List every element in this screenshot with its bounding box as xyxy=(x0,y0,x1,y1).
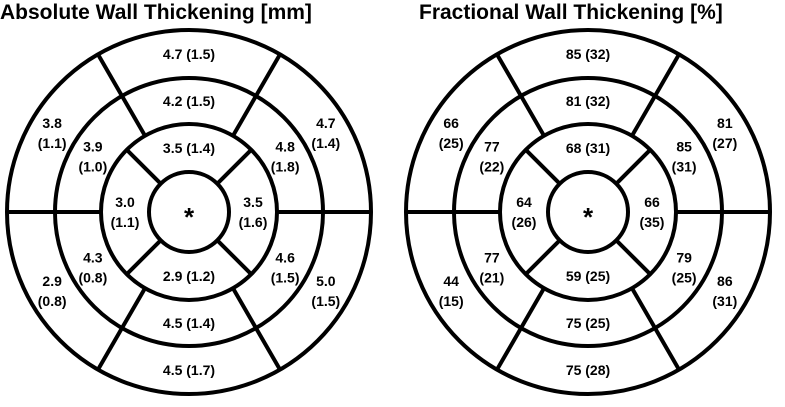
left-mid-inferoseptal-value: 4.3 xyxy=(83,250,103,266)
right-divider-outer xyxy=(630,287,681,371)
left-basal-anteroseptal-value: 3.8 xyxy=(42,115,62,131)
left-mid-anteroseptal-sd: (1.0) xyxy=(78,159,107,175)
right-mid-anteroseptal-sd: (22) xyxy=(479,159,504,175)
left-divider-outer xyxy=(96,53,147,137)
left-divider-apical xyxy=(125,238,163,276)
right-mid-anterolateral-sd: (31) xyxy=(672,159,697,175)
right-basal-inferolateral-value: 86 xyxy=(717,273,733,289)
left-mid-anterolateral-value: 4.8 xyxy=(275,139,295,155)
left-basal-inferoseptal-value: 2.9 xyxy=(42,273,62,289)
left-divider-apical xyxy=(215,148,253,186)
right-panel-title: Fractional Wall Thickening [%] xyxy=(419,1,723,24)
left-ring-0 xyxy=(147,170,231,254)
right-divider-outer xyxy=(630,53,681,137)
left-basal-inferolateral-value: 5.0 xyxy=(316,273,336,289)
left-apical-lateral-sd: (1.6) xyxy=(239,214,268,230)
left-basal-inferolateral-sd: (1.5) xyxy=(311,293,340,309)
right-divider-apical xyxy=(614,148,652,186)
right-divider-apical xyxy=(614,238,652,276)
left-panel-title: Absolute Wall Thickening [mm] xyxy=(0,1,312,24)
right-mid-anterolateral-value: 85 xyxy=(676,139,692,155)
right-center-label: * xyxy=(583,202,594,232)
right-mid-inferolateral-sd: (25) xyxy=(672,270,697,286)
right-mid-inferoseptal-value: 77 xyxy=(484,250,500,266)
right-divider-outer xyxy=(495,287,546,371)
left-mid-inferolateral-sd: (1.5) xyxy=(271,270,300,286)
right-apical-septal-sd: (26) xyxy=(512,214,537,230)
right-basal-anterolateral-sd: (27) xyxy=(712,135,737,151)
right-mid-inferolateral-value: 79 xyxy=(676,250,692,266)
left-basal-anterolateral-value: 4.7 xyxy=(316,115,336,131)
left-apical-inferior-label: 2.9 (1.2) xyxy=(163,268,215,284)
right-basal-inferoseptal-value: 44 xyxy=(443,273,459,289)
left-divider-apical xyxy=(215,238,253,276)
right-basal-inferolateral-sd: (31) xyxy=(712,293,737,309)
left-basal-inferior-label: 4.5 (1.7) xyxy=(163,362,215,378)
left-mid-anterolateral-sd: (1.8) xyxy=(271,159,300,175)
left-divider-apical xyxy=(125,148,163,186)
left-center-label: * xyxy=(184,202,195,232)
right-apical-inferior-label: 59 (25) xyxy=(566,268,610,284)
left-basal-anteroseptal-sd: (1.1) xyxy=(38,135,67,151)
left-apical-septal-sd: (1.1) xyxy=(111,214,140,230)
right-mid-inferior-label: 75 (25) xyxy=(566,315,610,331)
left-basal-anterolateral-sd: (1.4) xyxy=(311,135,340,151)
right-basal-anterior-label: 85 (32) xyxy=(566,46,610,62)
left-mid-anterior-label: 4.2 (1.5) xyxy=(163,93,215,109)
right-apical-septal-value: 64 xyxy=(516,194,532,210)
left-mid-inferior-label: 4.5 (1.4) xyxy=(163,315,215,331)
left-apical-anterior-label: 3.5 (1.4) xyxy=(163,140,215,156)
right-basal-inferior-label: 75 (28) xyxy=(566,362,610,378)
right-mid-inferoseptal-sd: (21) xyxy=(479,270,504,286)
left-basal-inferoseptal-sd: (0.8) xyxy=(38,293,67,309)
right-apical-anterior-label: 68 (31) xyxy=(566,140,610,156)
left-apical-lateral-value: 3.5 xyxy=(243,194,263,210)
left-divider-outer xyxy=(231,287,282,371)
right-basal-anterolateral-value: 81 xyxy=(717,115,733,131)
right-mid-anteroseptal-value: 77 xyxy=(484,139,500,155)
left-apical-septal-value: 3.0 xyxy=(115,194,135,210)
right-divider-outer xyxy=(495,53,546,137)
right-divider-apical xyxy=(524,238,562,276)
left-divider-outer xyxy=(231,53,282,137)
right-basal-anteroseptal-value: 66 xyxy=(443,115,459,131)
left-mid-anteroseptal-value: 3.9 xyxy=(83,139,103,155)
left-mid-inferolateral-value: 4.6 xyxy=(275,250,295,266)
left-mid-inferoseptal-sd: (0.8) xyxy=(78,270,107,286)
right-divider-apical xyxy=(524,148,562,186)
right-basal-anteroseptal-sd: (25) xyxy=(439,135,464,151)
right-mid-anterior-label: 81 (32) xyxy=(566,93,610,109)
right-apical-lateral-sd: (35) xyxy=(640,214,665,230)
left-divider-outer xyxy=(96,287,147,371)
right-basal-inferoseptal-sd: (15) xyxy=(439,293,464,309)
left-basal-anterior-label: 4.7 (1.5) xyxy=(163,46,215,62)
right-apical-lateral-value: 66 xyxy=(644,194,660,210)
right-ring-0 xyxy=(546,170,630,254)
